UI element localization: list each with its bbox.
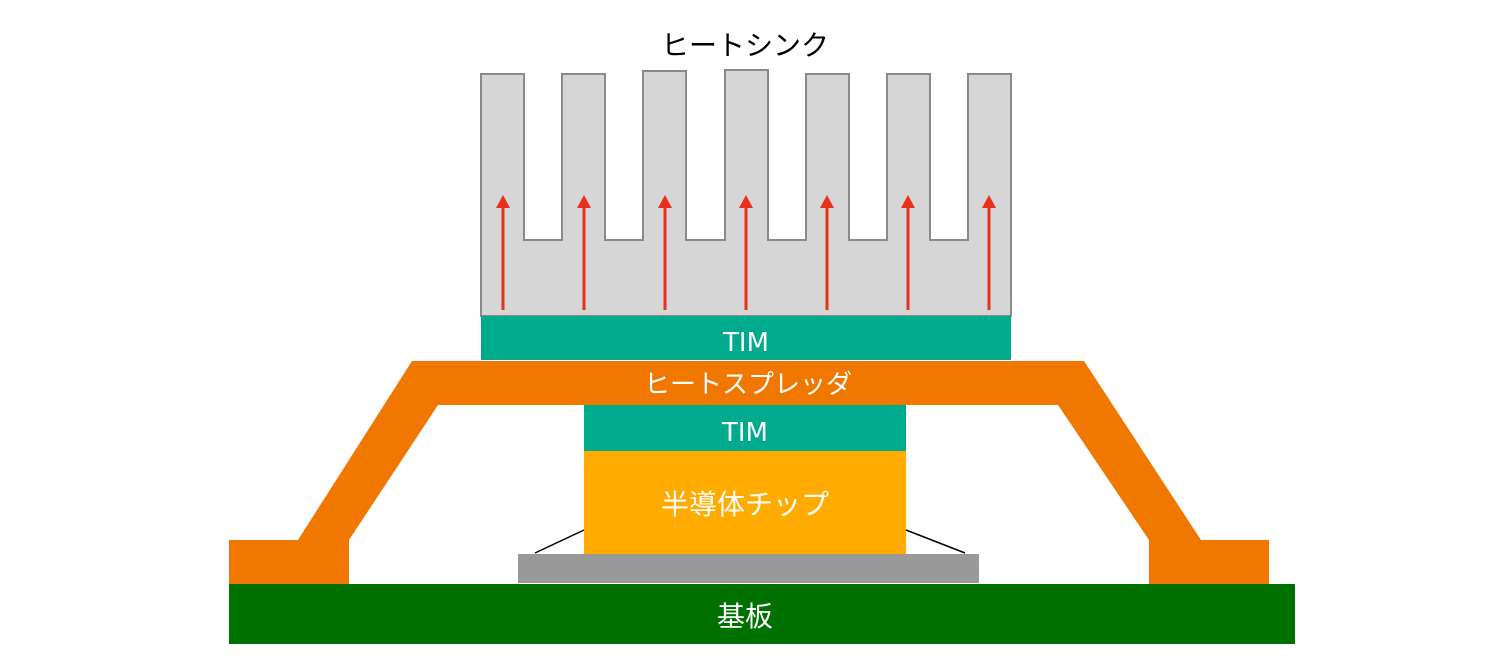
- substrate-label: 基板: [717, 600, 773, 633]
- heat-spreader: [229, 361, 1269, 585]
- underfill-fillet-left: [534, 529, 585, 554]
- tim-layer-bottom: [584, 405, 906, 451]
- heat-flow-arrows: [496, 195, 996, 310]
- tim-top-label: TIM: [722, 328, 769, 358]
- chip-label: 半導体チップ: [661, 488, 829, 521]
- heat-arrow-head: [658, 195, 672, 208]
- heatsink-label: ヒートシンク: [661, 29, 829, 62]
- heat-arrow-head: [820, 195, 834, 208]
- heat-arrow-head: [982, 195, 996, 208]
- tim-layer-top: [481, 316, 1011, 360]
- heatsink: [480, 69, 1012, 317]
- heat-arrow-head: [901, 195, 915, 208]
- interposer-layer: [518, 554, 979, 583]
- heat-arrow-head: [496, 195, 510, 208]
- semiconductor-chip: [584, 451, 906, 554]
- heat-arrow-head: [739, 195, 753, 208]
- tim-bottom-label: TIM: [721, 418, 768, 448]
- heat-spreader-label: ヒートスプレッダ: [644, 370, 852, 400]
- heat-arrow-head: [577, 195, 591, 208]
- substrate: [229, 584, 1295, 644]
- underfill-fillet-right: [905, 529, 966, 554]
